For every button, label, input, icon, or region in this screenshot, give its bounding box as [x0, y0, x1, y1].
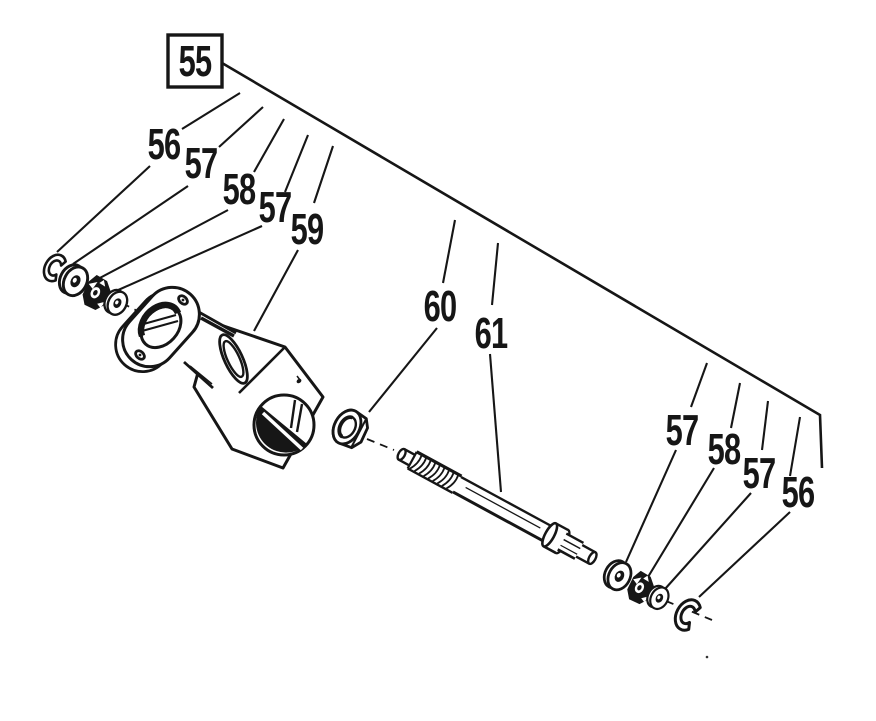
callout-label-59: 59	[291, 206, 324, 255]
callout-label-58-lower-right: 58	[708, 426, 741, 475]
leader-line	[690, 362, 708, 408]
leader-line	[664, 492, 752, 590]
leader-line	[313, 145, 334, 204]
leader-line	[729, 382, 742, 429]
bushing	[331, 408, 369, 450]
mounting-flange	[114, 285, 201, 374]
lower-leader-segments	[56, 165, 791, 598]
leader-line	[284, 134, 309, 193]
bracket-and-leader-lines	[56, 61, 824, 598]
housing-pin-hole	[296, 378, 302, 384]
print-speck	[705, 655, 709, 659]
callout-label-60: 60	[424, 283, 457, 332]
assembly-callout-label: 55	[179, 38, 212, 87]
leader-line	[95, 209, 229, 281]
callout-label-61: 61	[475, 310, 508, 359]
leader-line	[218, 106, 264, 148]
shaft-end	[586, 550, 598, 566]
leader-line	[647, 467, 715, 578]
leader-line	[698, 511, 791, 598]
shaft-threads	[409, 455, 459, 490]
leader-line	[115, 225, 263, 292]
centerline-dash	[366, 438, 395, 451]
leader-line	[788, 416, 802, 477]
leader-line	[760, 400, 770, 451]
leader-line	[253, 118, 285, 173]
callout-label-56-lower-right: 56	[782, 469, 815, 518]
callout-label-57-upper-left-2: 57	[259, 184, 292, 233]
leader-line	[490, 242, 500, 306]
shaft-tip	[396, 447, 407, 462]
leader-line	[56, 165, 151, 253]
drive-shaft	[396, 447, 598, 566]
leader-line	[253, 249, 299, 332]
leader-line	[181, 92, 241, 130]
callout-label-57-lower-right-1: 57	[666, 407, 699, 456]
callout-label-57-upper-left-1: 57	[185, 140, 218, 189]
callout-label-57-lower-right-2: 57	[743, 450, 776, 499]
leader-line	[441, 219, 457, 284]
part-callouts: 56 57 58 57 59 60 61 57 58 57 56	[148, 121, 816, 518]
housing-neck	[183, 309, 249, 390]
callout-label-58-upper-left: 58	[223, 166, 256, 215]
leader-line	[488, 353, 503, 493]
callout-label-56-upper-left: 56	[148, 121, 181, 170]
leader-line	[625, 449, 677, 563]
leader-line	[368, 327, 438, 413]
assembly-bracket-line	[221, 61, 824, 469]
upper-leader-segments	[181, 92, 802, 477]
leader-line	[72, 185, 189, 265]
assembly-callout-box: 55	[166, 33, 224, 89]
shaft-collar	[541, 521, 559, 548]
